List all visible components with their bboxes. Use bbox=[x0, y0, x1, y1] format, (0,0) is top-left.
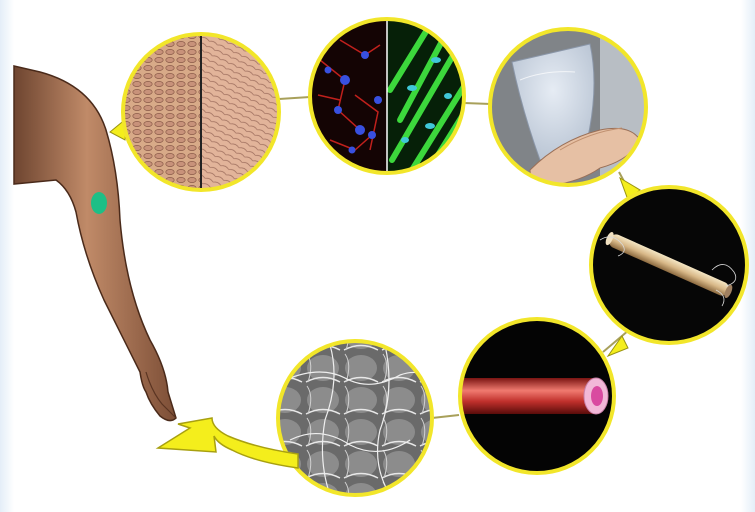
tubular-vessel-graft-icon bbox=[460, 319, 614, 473]
graft-surface-sem-icon bbox=[278, 341, 432, 495]
biopsy-site-marker bbox=[91, 192, 107, 214]
cell-sheet-in-hand-icon bbox=[490, 29, 646, 186]
cultured-cells-micrograph-icon bbox=[123, 34, 279, 190]
fluorescent-stained-cells-icon bbox=[310, 19, 468, 173]
sheet-rolled-on-mandrel-icon bbox=[591, 187, 747, 343]
